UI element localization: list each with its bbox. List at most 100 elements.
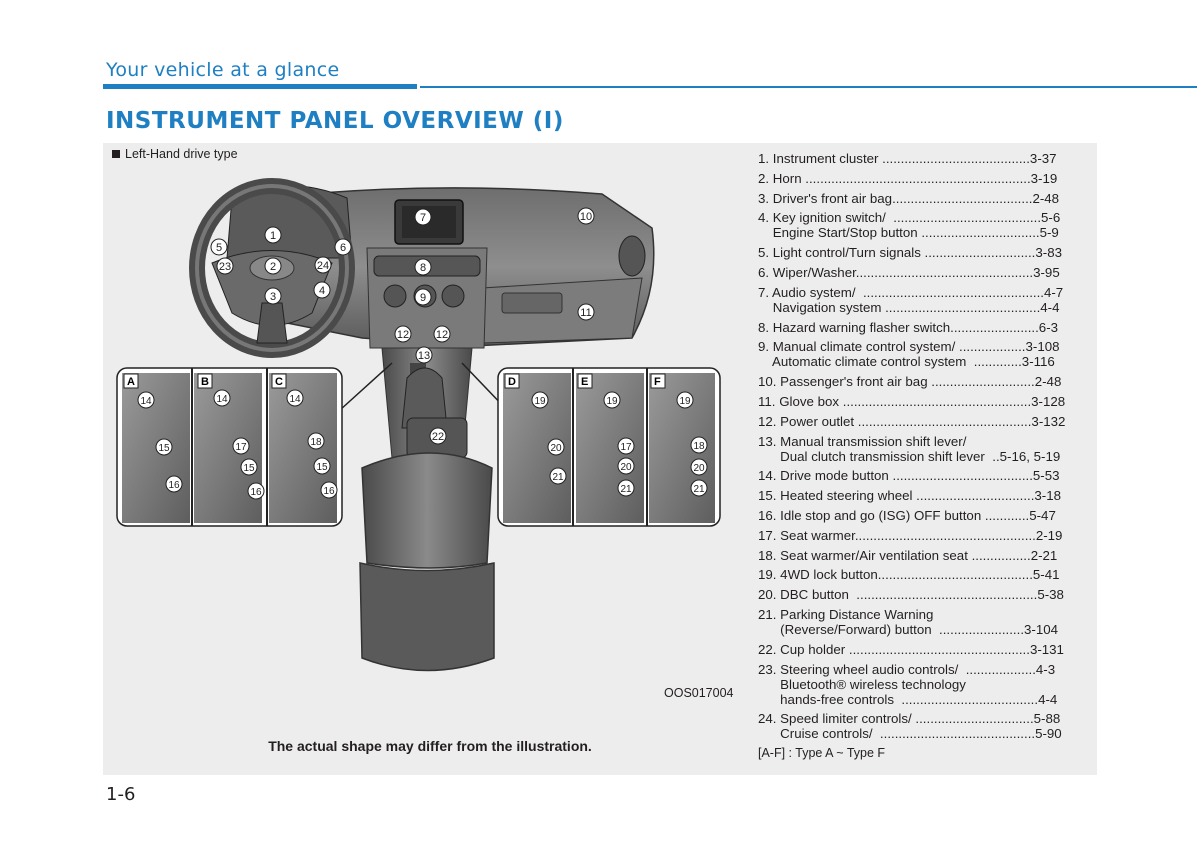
callout-marker: 19 [676,391,694,409]
callout-marker: 16 [320,481,338,499]
callout-marker: 14 [286,389,304,407]
header-rule-thick [103,84,417,89]
callout-marker: 3 [264,287,282,305]
callout-marker: 4 [313,281,331,299]
figure-code: OOS017004 [664,686,734,700]
inset-label: F [654,376,661,388]
component-legend: 1. Instrument cluster ..................… [758,151,1088,761]
svg-text:14: 14 [140,396,152,407]
svg-text:14: 14 [216,394,228,405]
svg-text:17: 17 [235,442,247,453]
callout-marker: 21 [690,479,708,497]
callout-marker: 15 [155,438,173,456]
square-bullet-icon [112,150,120,158]
callout-marker: 14 [137,391,155,409]
svg-text:16: 16 [168,480,180,491]
callout-marker: 20 [617,457,635,475]
legend-item: 13. Manual transmission shift lever/ Dua… [758,433,1061,464]
svg-text:9: 9 [420,292,426,304]
svg-text:14: 14 [289,394,301,405]
legend-item: 14. Drive mode button ..................… [758,468,1060,484]
svg-text:22: 22 [432,431,444,443]
callout-marker: 2 [264,257,282,275]
legend-note: [A-F] : Type A ~ Type F [758,746,886,761]
legend-item: 9. Manual climate control system/ ......… [758,339,1060,370]
instrument-panel-illustration: A B C D E F 1 2 3 4 5 6 7 8 9 10 11 12 1… [116,178,721,672]
callout-marker: 11 [577,303,595,321]
callout-marker: 6 [334,238,352,256]
legend-item: 15. Heated steering wheel ..............… [758,488,1062,504]
inset-label: D [508,376,516,388]
section-title: Your vehicle at a glance [106,59,340,81]
callout-marker: 20 [690,458,708,476]
svg-text:16: 16 [250,487,262,498]
legend-item: 4. Key ignition switch/ ................… [758,210,1061,241]
svg-text:7: 7 [420,212,426,224]
legend-item: 2. Horn ................................… [758,170,1058,186]
legend-item: 6. Wiper/Washer.........................… [758,264,1060,280]
svg-text:12: 12 [397,329,409,341]
svg-text:21: 21 [693,484,705,495]
callout-marker: 12 [433,325,451,343]
callout-marker: 19 [603,391,621,409]
svg-text:15: 15 [158,443,170,454]
callout-marker: 16 [165,475,183,493]
callout-marker: 5 [210,238,228,256]
svg-text:11: 11 [580,307,591,319]
inset-label: E [581,376,588,388]
svg-text:19: 19 [534,396,546,407]
svg-text:24: 24 [317,260,329,272]
legend-item: 22. Cup holder .........................… [758,641,1064,657]
legend-item: 10. Passenger's front air bag ..........… [758,374,1062,390]
svg-text:1: 1 [270,230,276,242]
svg-text:15: 15 [316,462,328,473]
svg-text:23: 23 [219,261,231,273]
legend-item: 24. Speed limiter controls/ ............… [758,711,1062,742]
legend-item: 20. DBC button .........................… [758,587,1064,603]
callout-marker: 14 [213,389,231,407]
legend-item: 12. Power outlet .......................… [758,413,1066,429]
legend-item: 8. Hazard warning flasher switch........… [758,319,1059,335]
svg-text:20: 20 [693,463,705,474]
inset-label: C [275,376,283,388]
svg-text:21: 21 [552,472,564,483]
inset-label: B [201,376,209,388]
drive-type-label: Left-Hand drive type [112,147,238,161]
callout-marker: 22 [429,427,447,445]
callout-marker: 15 [240,458,258,476]
callout-marker: 24 [314,256,332,274]
callout-marker: 10 [577,207,595,225]
callout-marker: 19 [531,391,549,409]
svg-text:3: 3 [270,291,276,303]
callout-marker: 21 [617,479,635,497]
page-title: INSTRUMENT PANEL OVERVIEW (I) [106,108,564,134]
callout-marker: 7 [414,208,432,226]
svg-text:4: 4 [319,285,325,297]
page-number: 1-6 [106,784,136,805]
legend-item: 23. Steering wheel audio controls/ .....… [758,661,1058,707]
callout-marker: 18 [307,432,325,450]
callout-marker: 15 [313,457,331,475]
callout-marker: 20 [547,438,565,456]
legend-item: 19. 4WD lock button.....................… [758,567,1060,583]
legend-item: 5. Light control/Turn signals ..........… [758,245,1062,261]
callout-marker: 9 [414,288,432,306]
svg-text:8: 8 [420,262,426,274]
callout-marker: 18 [690,436,708,454]
svg-text:17: 17 [620,442,632,453]
header-rule-thin [420,86,1197,88]
legend-item: 7. Audio system/ .......................… [758,284,1064,315]
svg-text:15: 15 [243,463,255,474]
svg-text:18: 18 [693,441,705,452]
callout-marker: 13 [415,346,433,364]
callout-marker: 1 [264,226,282,244]
svg-text:6: 6 [340,242,346,254]
callout-marker: 21 [549,467,567,485]
svg-text:16: 16 [323,486,335,497]
legend-item: 18. Seat warmer/Air ventilation seat ...… [758,547,1058,563]
svg-text:2: 2 [270,261,276,273]
legend-item: 1. Instrument cluster ..................… [758,151,1057,166]
svg-text:18: 18 [310,437,322,448]
inset-label: A [127,376,135,388]
callout-marker: 16 [247,482,265,500]
